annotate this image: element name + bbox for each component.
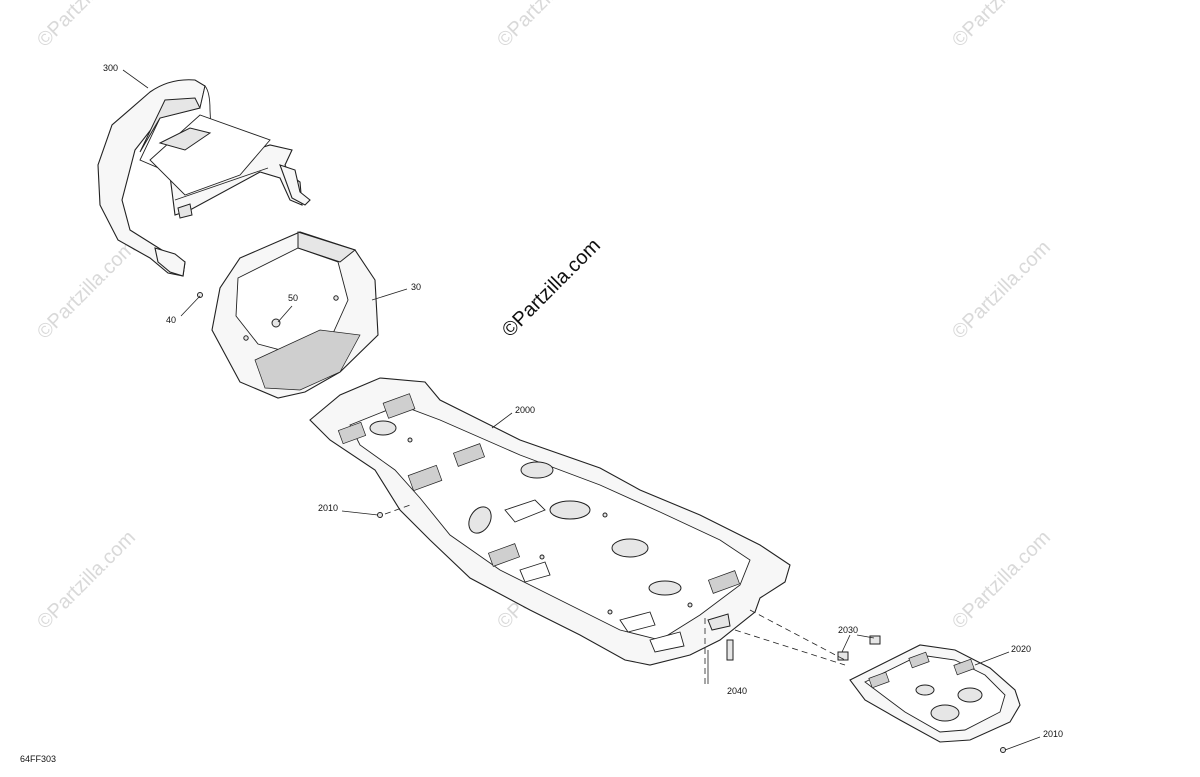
callout-2010-upper[interactable]: 2010 bbox=[318, 503, 338, 513]
watermark-top-center: ©Partzilla.com bbox=[493, 0, 600, 52]
callout-40[interactable]: 40 bbox=[166, 315, 176, 325]
watermark-mid-right: ©Partzilla.com bbox=[948, 237, 1055, 344]
part-2030-fasteners[interactable] bbox=[837, 635, 881, 661]
callout-300[interactable]: 300 bbox=[103, 63, 118, 73]
part-300-bumper[interactable] bbox=[97, 79, 311, 277]
part-2000-skid-plate[interactable] bbox=[309, 377, 791, 666]
leader-lines bbox=[122, 69, 1041, 751]
watermark-center: ©Partzilla.com bbox=[498, 235, 605, 342]
callout-30[interactable]: 30 bbox=[411, 282, 421, 292]
callout-2010-lower[interactable]: 2010 bbox=[1043, 729, 1063, 739]
callout-2000[interactable]: 2000 bbox=[515, 405, 535, 415]
part-40-bolt[interactable] bbox=[197, 292, 203, 298]
watermark-top-right: ©Partzilla.com bbox=[948, 0, 1055, 52]
watermark-bottom-right: ©Partzilla.com bbox=[948, 527, 1055, 634]
watermark-mid-left: ©Partzilla.com bbox=[33, 237, 140, 344]
part-2040-bolt[interactable] bbox=[726, 639, 734, 661]
callout-2020[interactable]: 2020 bbox=[1011, 644, 1031, 654]
part-30-housing[interactable] bbox=[211, 231, 379, 399]
diagram-id-label: 64FF303 bbox=[20, 754, 56, 764]
watermark-top-left: ©Partzilla.com bbox=[33, 0, 140, 52]
callout-50[interactable]: 50 bbox=[288, 293, 298, 303]
callout-2040[interactable]: 2040 bbox=[727, 686, 747, 696]
part-2010-bolt-lower[interactable] bbox=[1000, 747, 1006, 753]
watermark-bottom-left: ©Partzilla.com bbox=[33, 527, 140, 634]
part-2020-rear-plate[interactable] bbox=[849, 644, 1021, 743]
part-2010-bolt-upper[interactable] bbox=[377, 512, 383, 518]
callout-labels: 300 50 30 40 2000 2010 2030 2020 2040 20… bbox=[103, 63, 1063, 739]
callout-2030[interactable]: 2030 bbox=[838, 625, 858, 635]
